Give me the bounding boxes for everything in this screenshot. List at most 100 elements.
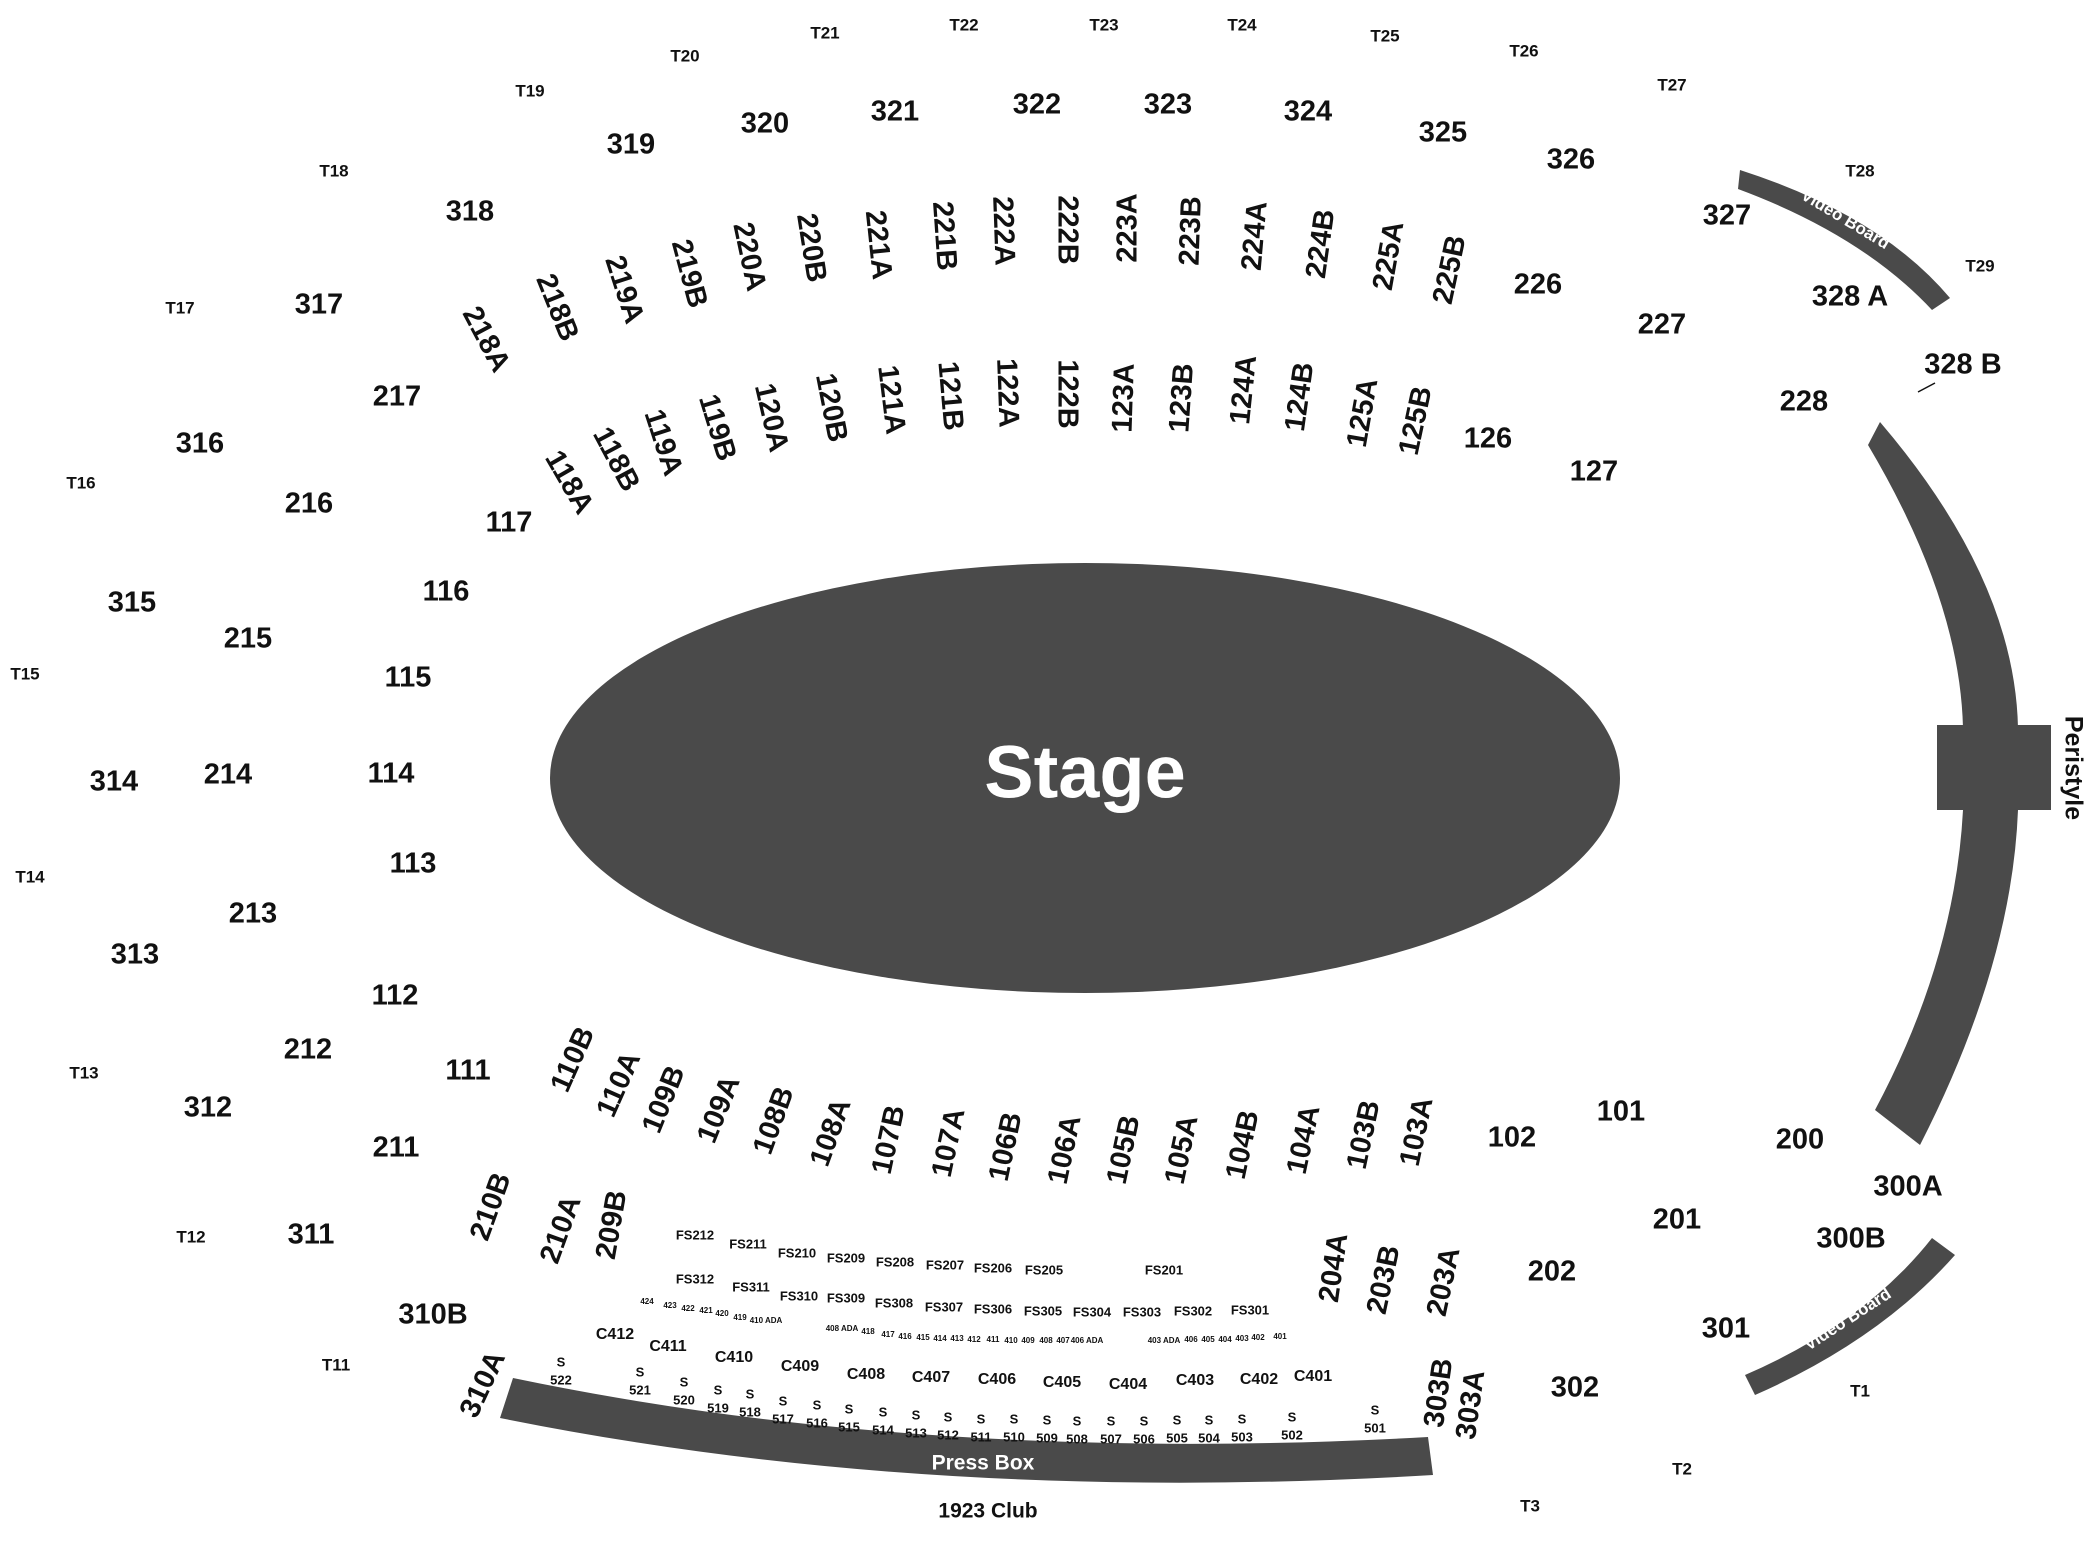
club-suite-c410[interactable]: C410 — [715, 1349, 753, 1366]
loge-box-410[interactable]: 410 — [1004, 1336, 1018, 1345]
section-222b[interactable]: 222B — [1051, 195, 1083, 264]
suite-515[interactable]: 515 — [838, 1419, 860, 1434]
loge-box-404[interactable]: 404 — [1218, 1335, 1232, 1344]
section-109b[interactable]: 109B — [636, 1061, 692, 1137]
loge-box-420[interactable]: 420 — [715, 1309, 729, 1318]
section-316[interactable]: 316 — [176, 428, 224, 460]
section-326[interactable]: 326 — [1547, 144, 1595, 176]
club-suite-c403[interactable]: C403 — [1176, 1372, 1214, 1389]
section-203a[interactable]: 203A — [1421, 1244, 1467, 1319]
section-227[interactable]: 227 — [1638, 309, 1686, 341]
field-suite-fs302[interactable]: FS302 — [1174, 1303, 1212, 1318]
section-216[interactable]: 216 — [285, 488, 333, 520]
club-suite-c402[interactable]: C402 — [1240, 1371, 1278, 1388]
loge-box-409[interactable]: 409 — [1021, 1336, 1035, 1345]
field-suite-fs206[interactable]: FS206 — [974, 1260, 1012, 1275]
loge-box-406[interactable]: 406 — [1184, 1335, 1198, 1344]
section-203b[interactable]: 203B — [1361, 1242, 1407, 1316]
section-223a[interactable]: 223A — [1112, 193, 1144, 262]
suite-522[interactable]: 522 — [550, 1372, 572, 1387]
section-222a[interactable]: 222A — [986, 196, 1020, 266]
section-327[interactable]: 327 — [1703, 200, 1751, 232]
section-320[interactable]: 320 — [741, 108, 789, 140]
field-suite-fs305[interactable]: FS305 — [1024, 1303, 1062, 1318]
loge-box-403-ada[interactable]: 403 ADA — [1148, 1336, 1181, 1345]
field-suite-fs208[interactable]: FS208 — [876, 1254, 914, 1269]
section-107b[interactable]: 107B — [866, 1102, 912, 1176]
section-224b[interactable]: 224B — [1300, 207, 1341, 280]
section-111[interactable]: 111 — [445, 1055, 490, 1087]
field-suite-fs309[interactable]: FS309 — [827, 1290, 865, 1305]
section-105b[interactable]: 105B — [1101, 1112, 1147, 1186]
suite-512[interactable]: 512 — [937, 1427, 959, 1442]
field-suite-fs209[interactable]: FS209 — [827, 1250, 865, 1265]
suite-513[interactable]: 513 — [905, 1425, 927, 1440]
section-121b[interactable]: 121B — [931, 360, 969, 432]
section-323[interactable]: 323 — [1144, 89, 1192, 121]
field-suite-fs312[interactable]: FS312 — [676, 1271, 714, 1286]
loge-box-405[interactable]: 405 — [1201, 1335, 1215, 1344]
section-104a[interactable]: 104A — [1281, 1102, 1327, 1177]
stage[interactable] — [550, 563, 1620, 993]
loge-box-417[interactable]: 417 — [881, 1330, 895, 1339]
section-324[interactable]: 324 — [1284, 96, 1332, 128]
loge-box-422[interactable]: 422 — [681, 1304, 695, 1313]
section-310b[interactable]: 310B — [398, 1299, 467, 1331]
section-210a[interactable]: 210A — [534, 1191, 588, 1267]
loge-box-423[interactable]: 423 — [663, 1301, 677, 1310]
loge-box-402[interactable]: 402 — [1251, 1333, 1265, 1342]
suite-501[interactable]: 501 — [1364, 1420, 1386, 1435]
section-214[interactable]: 214 — [204, 759, 252, 791]
section-102[interactable]: 102 — [1488, 1122, 1536, 1154]
section-125b[interactable]: 125B — [1393, 383, 1439, 457]
loge-box-408[interactable]: 408 — [1039, 1336, 1053, 1345]
field-suite-fs212[interactable]: FS212 — [676, 1227, 714, 1242]
suite-504[interactable]: 504 — [1198, 1430, 1220, 1445]
section-301[interactable]: 301 — [1702, 1313, 1750, 1345]
section-119a[interactable]: 119A — [638, 405, 689, 479]
section-225b[interactable]: 225B — [1427, 232, 1473, 306]
section-315[interactable]: 315 — [108, 587, 156, 619]
section-209b[interactable]: 209B — [590, 1188, 634, 1262]
suite-509[interactable]: 509 — [1036, 1430, 1058, 1445]
loge-box-406-ada[interactable]: 406 ADA — [1071, 1336, 1104, 1345]
video-board-south[interactable] — [1745, 1238, 1955, 1395]
section-204a[interactable]: 204A — [1313, 1231, 1354, 1304]
suite-514[interactable]: 514 — [872, 1422, 894, 1437]
section-115[interactable]: 115 — [385, 662, 432, 694]
section-123b[interactable]: 123B — [1163, 362, 1200, 433]
suite-520[interactable]: 520 — [673, 1392, 695, 1407]
loge-box-419[interactable]: 419 — [733, 1313, 747, 1322]
suite-503[interactable]: 503 — [1231, 1429, 1253, 1444]
section-114[interactable]: 114 — [368, 758, 415, 790]
loge-box-408-ada[interactable]: 408 ADA — [826, 1324, 859, 1333]
section-318[interactable]: 318 — [446, 196, 494, 228]
section-210b[interactable]: 210B — [464, 1168, 518, 1244]
section-213[interactable]: 213 — [229, 898, 277, 930]
club-suite-c411[interactable]: C411 — [649, 1338, 686, 1355]
section-302[interactable]: 302 — [1551, 1372, 1599, 1404]
peristyle-block[interactable] — [1937, 725, 2051, 810]
suite-517[interactable]: 517 — [772, 1411, 794, 1426]
loge-box-401[interactable]: 401 — [1273, 1332, 1287, 1341]
loge-box-403[interactable]: 403 — [1235, 1334, 1249, 1343]
suite-516[interactable]: 516 — [806, 1415, 828, 1430]
section-108b[interactable]: 108B — [747, 1082, 801, 1158]
section-211[interactable]: 211 — [373, 1132, 420, 1164]
suite-507[interactable]: 507 — [1100, 1431, 1122, 1446]
section-107a[interactable]: 107A — [926, 1105, 972, 1180]
section-125a[interactable]: 125A — [1341, 376, 1385, 450]
section-322[interactable]: 322 — [1013, 89, 1061, 121]
section-200[interactable]: 200 — [1776, 1124, 1824, 1156]
field-suite-fs311[interactable]: FS311 — [732, 1279, 770, 1294]
field-suite-fs210[interactable]: FS210 — [778, 1245, 816, 1260]
field-suite-fs201[interactable]: FS201 — [1145, 1262, 1183, 1277]
section-201[interactable]: 201 — [1653, 1204, 1701, 1236]
section-104b[interactable]: 104B — [1220, 1107, 1266, 1181]
section-300b[interactable]: 300B — [1816, 1223, 1885, 1255]
club-suite-c408[interactable]: C408 — [847, 1366, 885, 1383]
section-118b[interactable]: 118B — [586, 422, 646, 497]
club-suite-c409[interactable]: C409 — [781, 1358, 819, 1375]
field-suite-fs310[interactable]: FS310 — [780, 1288, 818, 1303]
section-118a[interactable]: 118A — [538, 445, 600, 520]
